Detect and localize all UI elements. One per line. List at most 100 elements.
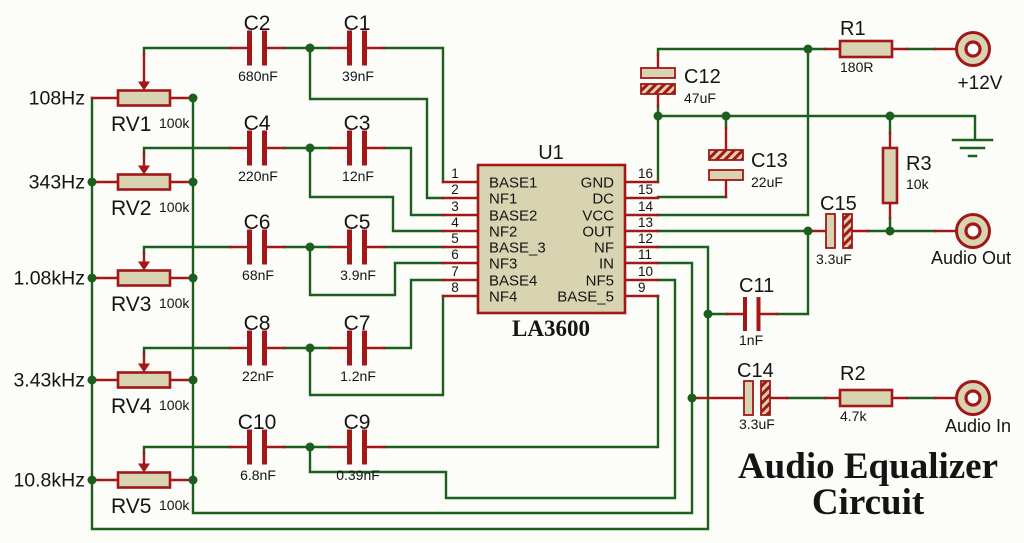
pin-label-nf: NF [594,240,614,257]
capacitor-c12 [640,67,676,95]
freq-label-2: 343Hz [29,172,85,194]
c11-ref: C11 [739,275,774,297]
audio-in-label: Audio In [945,416,1011,436]
pot-val-rv4: 100k [159,397,190,413]
pot-val-rv5: 100k [159,497,190,513]
pin-label-dc: DC [592,191,614,208]
potentiometer-rv2 [116,165,172,191]
capacitor-c8 [247,330,267,366]
pin-num-4: 4 [451,215,459,230]
pin-num-15: 15 [638,182,653,197]
freq-label-4: 3.43kHz [13,370,85,392]
potentiometer-rv1 [116,81,172,107]
cap-ref-c8: C8 [244,312,271,335]
cap-ref-c5: C5 [344,211,371,234]
pin-label-nf3: NF3 [489,256,517,273]
c15-value: 3.3uF [816,251,852,267]
c12-ref: C12 [684,66,721,88]
pot-stubs [90,52,195,482]
pot-ref-rv3: RV3 [111,293,151,316]
pin-num-14: 14 [638,199,654,214]
pin-label-base1: BASE1 [489,175,537,192]
pin-label-in: IN [599,256,614,273]
pin-num-3: 3 [451,199,459,214]
pin-label-base3: BASE_3 [489,240,546,257]
r1-ref: R1 [840,18,866,40]
pot-ref-rv1: RV1 [111,113,151,136]
capacitor-c15 [825,213,853,249]
cap-val-c1: 39nF [342,68,374,84]
cap-ref-c9: C9 [344,411,371,434]
c15-ref: C15 [820,193,857,215]
cap-ref-c6: C6 [244,211,271,234]
capacitor-c2 [247,30,267,66]
wiper-arrow-icon [138,363,150,373]
cap-ref-c3: C3 [344,112,371,135]
c12-value: 47uF [684,90,716,106]
pin-label-nf2: NF2 [489,224,517,241]
ic-part-number: LA3600 [512,316,590,341]
wire-in-bus-right [191,96,694,515]
potentiometer-rv4 [116,363,172,389]
pin-num-7: 7 [451,264,459,279]
cap-stubs-rows [228,46,386,449]
terminal-audio-out [955,213,991,249]
pin-num-13: 13 [638,215,653,230]
wire-channel-3 [142,245,445,297]
cap-val-c2: 680nF [238,68,278,84]
pin-label-base4: BASE4 [489,273,537,290]
pin-num-6: 6 [451,247,459,262]
cap-val-c7: 1.2nF [340,368,376,384]
capacitor-c4 [247,130,267,166]
terminal-plus12v [955,31,991,67]
pin-label-base2: BASE2 [489,208,537,225]
pin-num-2: 2 [451,182,459,197]
pin-label-gnd: GND [581,175,615,192]
capacitor-c7 [347,330,367,366]
pin-label-out: OUT [582,224,614,241]
capacitor-c6 [247,229,267,265]
resistor-r1 [838,39,894,59]
wiper-arrow-icon [138,81,150,91]
pin-num-10: 10 [638,264,653,279]
cap-val-c3: 12nF [342,168,374,184]
pin-label-base5: BASE_5 [557,289,614,306]
wiper-arrow-icon [138,261,150,271]
r3-value: 10k [906,176,930,192]
potentiometer-rv3 [116,261,172,287]
pin-num-9: 9 [638,280,646,295]
cap-ref-c2: C2 [244,12,271,35]
c14-ref: C14 [737,360,774,382]
schematic-title-line2: Circuit [812,482,925,523]
pot-ref-rv5: RV5 [111,495,151,518]
r3-ref: R3 [906,153,932,175]
pin-num-8: 8 [451,280,459,295]
potentiometer-rv5 [116,463,172,489]
capacitor-c11 [743,297,761,331]
wire-out-net [656,216,937,316]
c13-ref: C13 [751,150,788,172]
ic-ref: U1 [538,142,564,164]
freq-label-3: 1.08kHz [13,268,85,290]
freq-label-5: 10.8kHz [13,470,85,492]
pot-val-rv1: 100k [159,115,190,131]
cap-val-c4: 220nF [238,168,278,184]
pin-label-vcc: VCC [582,208,614,225]
cap-val-c6: 68nF [242,267,274,283]
capacitor-c5 [347,229,367,265]
cap-ref-c1: C1 [344,12,371,35]
pot-ref-rv4: RV4 [111,395,152,418]
audio-out-label: Audio Out [931,248,1011,268]
pin-num-12: 12 [638,231,653,246]
cap-val-c10: 6.8nF [240,467,276,483]
r1-value: 180R [840,59,873,75]
cap-val-c5: 3.9nF [340,267,376,283]
cap-val-c9: 0.39nF [336,467,380,483]
freq-label-1: 108Hz [29,88,85,110]
pot-ref-rv2: RV2 [111,197,151,220]
cap-val-c8: 22nF [242,368,274,384]
c11-value: 1nF [739,332,763,348]
wiper-arrow-icon [138,463,150,473]
pot-val-rv2: 100k [159,199,190,215]
